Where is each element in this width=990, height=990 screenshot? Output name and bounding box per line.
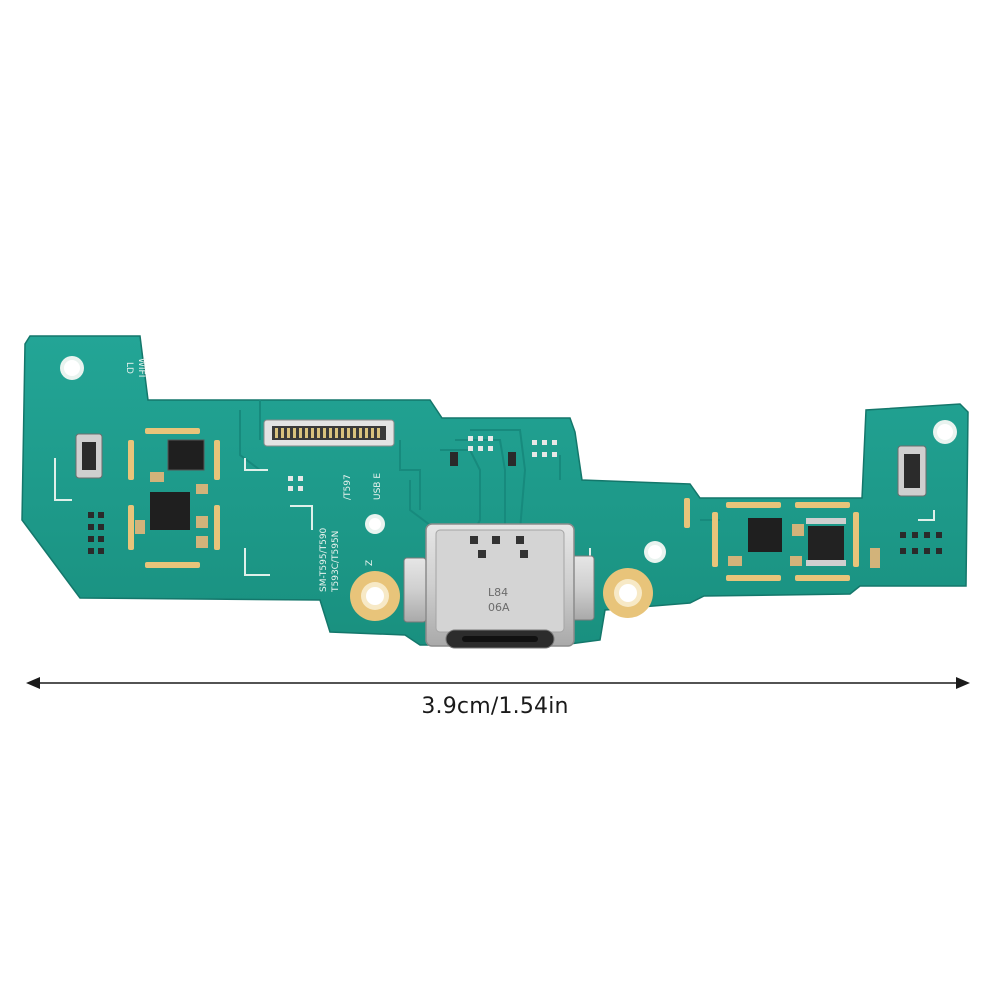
connector-marking-2: 06A (488, 601, 510, 614)
silk-usb: USB E (373, 473, 383, 500)
pcb-board (21, 335, 969, 646)
silk-model-3: /T597 (343, 474, 353, 500)
antenna-clips (75, 433, 927, 497)
ic-chips (150, 439, 846, 566)
flex-connector (263, 419, 395, 447)
silk-ld: LD (124, 362, 134, 374)
silk-z: Z (365, 560, 375, 566)
gold-pads (128, 428, 859, 581)
silkscreen-text: LD WIFI SM-T595/T590 T593C/T595N /T597 U… (124, 358, 510, 614)
mounting-holes (60, 356, 957, 621)
passive-components (88, 436, 942, 568)
connector-marking-1: L84 (488, 586, 508, 599)
dimension-arrow (26, 677, 970, 689)
dimension-label: 3.9cm/1.54in (421, 694, 569, 719)
silk-wifi: WIFI (136, 358, 146, 377)
silk-model-1: SM-T595/T590 (319, 527, 329, 592)
usb-c-port (403, 523, 595, 649)
silk-model-2: T593C/T595N (331, 531, 341, 593)
